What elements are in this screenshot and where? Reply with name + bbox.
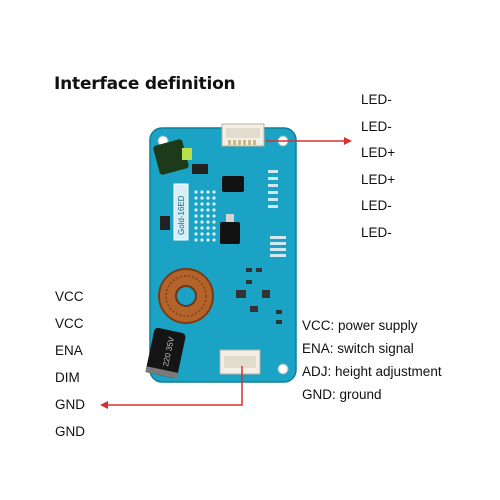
input-arrow-head bbox=[100, 401, 108, 409]
input-pin-6: GND bbox=[55, 424, 85, 439]
desc-ena: ENA: switch signal bbox=[302, 341, 414, 356]
input-pin-5: GND bbox=[55, 397, 85, 412]
capacitor-small bbox=[153, 139, 189, 175]
desc-adj: ADJ: height adjustment bbox=[302, 364, 442, 379]
led-pin-2: LED- bbox=[361, 119, 392, 134]
input-pin-4: DIM bbox=[55, 370, 80, 385]
model-text: Gold-16ED bbox=[177, 195, 186, 235]
side-pads bbox=[268, 170, 286, 257]
desc-vcc: VCC: power supply bbox=[302, 318, 418, 333]
led-pin-5: LED- bbox=[361, 198, 392, 213]
via-grid bbox=[194, 190, 216, 242]
page-title: Interface definition bbox=[54, 74, 236, 94]
led-pin-1: LED- bbox=[361, 92, 392, 107]
transistor bbox=[222, 176, 244, 192]
input-pin-2: VCC bbox=[55, 316, 84, 331]
input-arrow-line bbox=[108, 366, 243, 406]
mount-hole bbox=[277, 363, 289, 375]
input-pin-3: ENA bbox=[55, 343, 83, 358]
ic-chip bbox=[220, 222, 240, 244]
model-label bbox=[173, 183, 189, 241]
capacitor-large: 220 35V bbox=[145, 327, 186, 379]
input-pin-1: VCC bbox=[55, 289, 84, 304]
output-arrow-head bbox=[344, 137, 352, 145]
led-pin-4: LED+ bbox=[361, 172, 396, 187]
led-pin-3: LED+ bbox=[361, 145, 396, 160]
led-pin-6: LED- bbox=[361, 225, 392, 240]
desc-gnd: GND: ground bbox=[302, 387, 382, 402]
